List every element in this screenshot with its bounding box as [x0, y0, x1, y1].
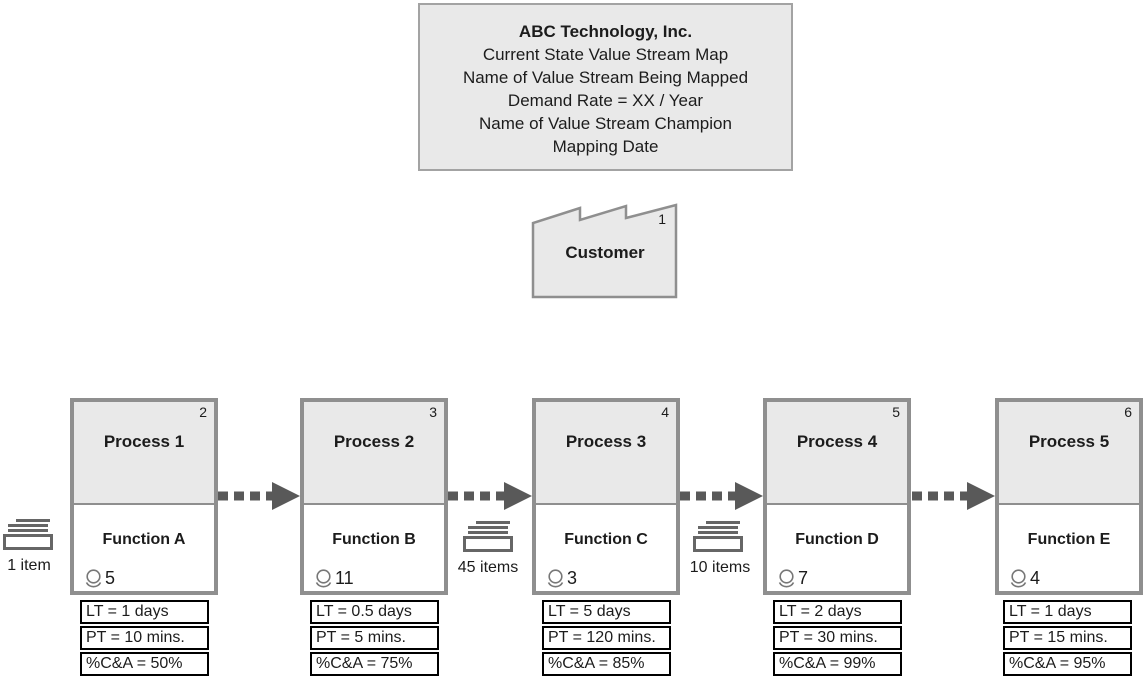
dashed-flow-arrow-icon — [218, 482, 300, 510]
operator-icon — [778, 568, 795, 587]
champion-name: Name of Value Stream Champion — [479, 114, 732, 133]
metrics-table-3: LT = 5 days PT = 120 mins. %C&A = 85% — [542, 600, 671, 677]
metrics-table-5: LT = 1 days PT = 15 mins. %C&A = 95% — [1003, 600, 1132, 677]
operator-count: 11 — [335, 568, 354, 588]
function-name: Function C — [564, 531, 648, 548]
inventory-icon — [692, 521, 744, 552]
process-name: Process 4 — [796, 432, 878, 451]
inventory-count: 10 items — [689, 559, 751, 576]
metrics-table-2: LT = 0.5 days PT = 5 mins. %C&A = 75% — [310, 600, 439, 677]
title-box: ABC Technology, Inc. Current State Value… — [418, 3, 793, 171]
process-time: PT = 30 mins. — [773, 626, 902, 650]
operator-count: 7 — [798, 568, 809, 588]
demand-rate: Demand Rate = XX / Year — [507, 91, 704, 110]
process-time: PT = 120 mins. — [542, 626, 671, 650]
process-step-number: 4 — [661, 404, 669, 420]
function-name: Function E — [1027, 531, 1111, 548]
customer-node: 1 Customer — [531, 203, 679, 300]
process-name: Process 2 — [333, 432, 415, 451]
dashed-flow-arrow-icon — [912, 482, 995, 510]
inventory-count: 45 items — [457, 559, 519, 576]
customer-step-number: 1 — [658, 211, 666, 227]
process-box-5: 6 Process 5 Function E 4 — [995, 398, 1143, 595]
lead-time: LT = 0.5 days — [310, 600, 439, 624]
operator-icon — [547, 568, 564, 587]
metrics-table-4: LT = 2 days PT = 30 mins. %C&A = 99% — [773, 600, 902, 677]
process-time: PT = 10 mins. — [80, 626, 209, 650]
operator-icon — [85, 568, 102, 587]
lead-time: LT = 5 days — [542, 600, 671, 624]
process-time: PT = 5 mins. — [310, 626, 439, 650]
process-box-1: 2 Process 1 Function A 5 — [70, 398, 218, 595]
factory-icon — [531, 203, 678, 299]
value-stream-name: Name of Value Stream Being Mapped — [462, 68, 749, 87]
percent-complete-accurate: %C&A = 95% — [1003, 652, 1132, 676]
operator-icon — [315, 568, 332, 587]
process-box-3: 4 Process 3 Function C 3 — [532, 398, 680, 595]
process-box-4: 5 Process 4 Function D 7 — [763, 398, 911, 595]
lead-time: LT = 2 days — [773, 600, 902, 624]
process-step-number: 2 — [199, 404, 207, 420]
process-time: PT = 15 mins. — [1003, 626, 1132, 650]
company-name: ABC Technology, Inc. — [518, 22, 693, 41]
operator-count: 5 — [105, 568, 116, 588]
dashed-flow-arrow-icon — [448, 482, 532, 510]
function-name: Function A — [102, 531, 186, 548]
process-name: Process 1 — [103, 432, 185, 451]
operator-count: 3 — [567, 568, 578, 588]
operator-icon — [1010, 568, 1027, 587]
lead-time: LT = 1 days — [1003, 600, 1132, 624]
percent-complete-accurate: %C&A = 99% — [773, 652, 902, 676]
percent-complete-accurate: %C&A = 50% — [80, 652, 209, 676]
percent-complete-accurate: %C&A = 75% — [310, 652, 439, 676]
function-name: Function B — [332, 531, 416, 548]
customer-label: Customer — [565, 243, 645, 262]
mapping-date: Mapping Date — [552, 137, 659, 156]
process-name: Process 3 — [565, 432, 647, 451]
inventory-icon — [2, 519, 54, 550]
inventory-count: 1 item — [7, 557, 51, 574]
map-type: Current State Value Stream Map — [482, 45, 729, 64]
process-step-number: 5 — [892, 404, 900, 420]
metrics-table-1: LT = 1 days PT = 10 mins. %C&A = 50% — [80, 600, 209, 677]
operator-count: 4 — [1030, 568, 1041, 588]
function-name: Function D — [795, 531, 879, 548]
process-box-2: 3 Process 2 Function B 11 — [300, 398, 448, 595]
process-name: Process 5 — [1028, 432, 1110, 451]
percent-complete-accurate: %C&A = 85% — [542, 652, 671, 676]
dashed-flow-arrow-icon — [680, 482, 763, 510]
inventory-icon — [462, 521, 514, 552]
process-step-number: 6 — [1124, 404, 1132, 420]
lead-time: LT = 1 days — [80, 600, 209, 624]
process-step-number: 3 — [429, 404, 437, 420]
